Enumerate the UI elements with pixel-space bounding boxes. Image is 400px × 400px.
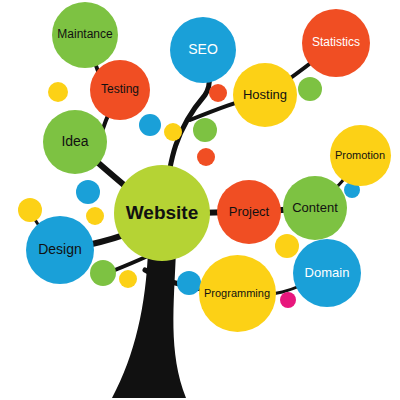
topic-circle: Programming: [199, 255, 276, 332]
topic-circle: Project: [217, 180, 281, 244]
topic-circle: Content: [283, 176, 347, 240]
topic-label: Promotion: [335, 149, 385, 161]
topic-circle: Domain: [293, 239, 361, 307]
topic-label: Maintance: [57, 28, 112, 41]
topic-label: Website: [126, 203, 199, 224]
topic-circle: Design: [26, 216, 94, 284]
topic-circle: Hosting: [233, 63, 297, 127]
topic-label: Domain: [305, 266, 350, 280]
topic-label: SEO: [188, 42, 218, 57]
topic-label: Design: [38, 242, 82, 257]
topic-circle: Website: [114, 165, 210, 261]
topic-circle: Promotion: [330, 125, 391, 186]
topic-circle: SEO: [170, 17, 236, 83]
topic-label: Project: [229, 205, 269, 219]
topic-circle: Testing: [90, 60, 150, 120]
topic-label: Programming: [204, 287, 270, 299]
topic-label: Hosting: [243, 88, 287, 102]
topic-circle: Idea: [43, 110, 107, 174]
topic-circle: Maintance: [52, 2, 118, 68]
topic-label: Content: [292, 201, 338, 215]
topic-label: Statistics: [312, 36, 360, 49]
topic-circle: Statistics: [302, 9, 370, 77]
topic-label: Idea: [61, 134, 88, 149]
topic-label: Testing: [101, 83, 139, 96]
